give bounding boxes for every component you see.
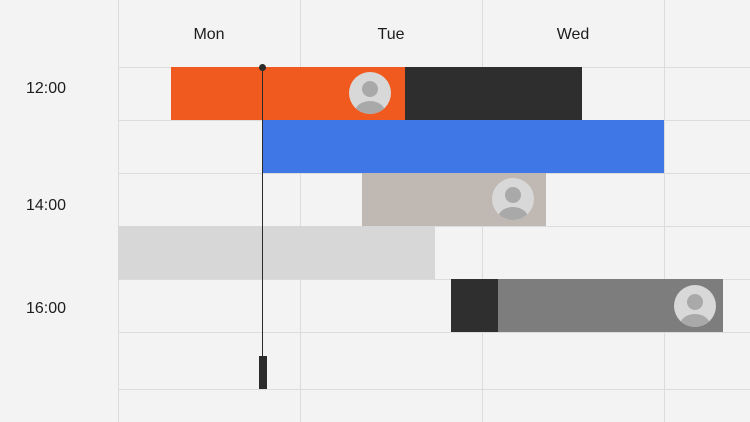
user-avatar-icon bbox=[674, 285, 716, 327]
time-label-1600: 16:00 bbox=[26, 300, 67, 317]
event-block-orange[interactable] bbox=[171, 67, 405, 120]
grid-vertical-line bbox=[118, 0, 119, 422]
grid-horizontal-line bbox=[118, 389, 750, 390]
grid-horizontal-line bbox=[118, 279, 750, 280]
day-header-mon[interactable]: Mon bbox=[193, 26, 225, 43]
event-block-dark-small[interactable] bbox=[451, 279, 498, 332]
user-avatar-icon bbox=[492, 178, 534, 220]
user-avatar-icon bbox=[349, 72, 391, 114]
grid-horizontal-line bbox=[118, 332, 750, 333]
current-time-line bbox=[262, 67, 263, 389]
event-block-gray[interactable] bbox=[498, 279, 723, 332]
day-header-wed[interactable]: Wed bbox=[556, 26, 590, 43]
grid-vertical-line bbox=[300, 0, 301, 422]
event-block-light-gray[interactable] bbox=[118, 226, 435, 279]
current-time-dot bbox=[259, 64, 266, 71]
grid-vertical-line bbox=[664, 0, 665, 422]
event-block-blue[interactable] bbox=[262, 120, 664, 173]
day-header-tue[interactable]: Tue bbox=[377, 26, 405, 43]
event-block-taupe[interactable] bbox=[362, 173, 546, 226]
time-label-1400: 14:00 bbox=[26, 197, 67, 214]
time-label-1200: 12:00 bbox=[26, 80, 67, 97]
time-indicator-drag-handle[interactable] bbox=[259, 356, 267, 389]
event-block-dark[interactable] bbox=[405, 67, 582, 120]
